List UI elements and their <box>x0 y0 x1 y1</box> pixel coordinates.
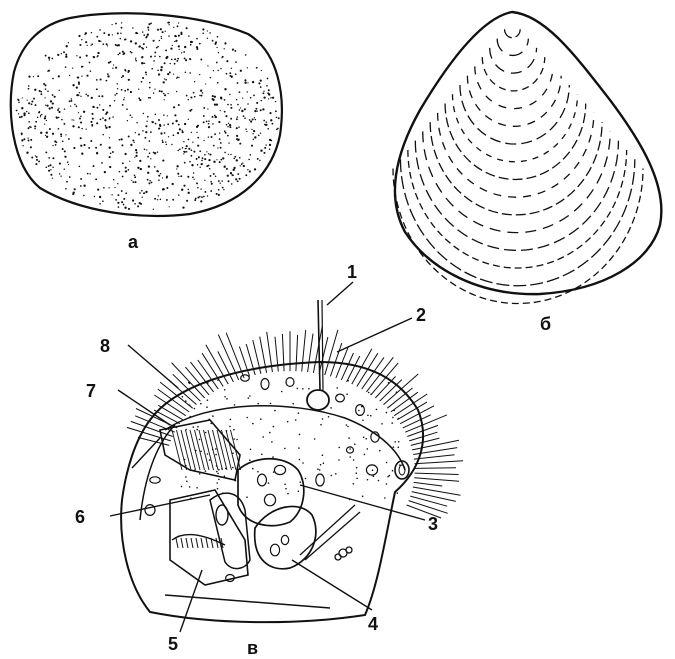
callout-3: 3 <box>428 514 438 534</box>
callout-6: 6 <box>75 507 85 527</box>
panel-a-stipple <box>16 22 280 210</box>
foot-hatching <box>172 430 241 470</box>
panel-c-label: в <box>247 638 258 658</box>
callout-5: 5 <box>168 634 178 654</box>
callout-7: 7 <box>86 381 96 401</box>
gill-filaments <box>176 538 223 548</box>
callout-8: 8 <box>100 336 110 356</box>
panel-b-growth-lines <box>393 29 643 303</box>
panel-a-shell <box>11 13 282 216</box>
callout-2: 2 <box>416 305 426 325</box>
panel-b-label: б <box>540 314 551 334</box>
panel-c-stipple <box>181 379 401 500</box>
callout-4: 4 <box>368 614 378 634</box>
panel-a-label: а <box>128 232 139 252</box>
panel-c-drawing <box>121 300 463 622</box>
mantle-fringe <box>127 326 463 518</box>
panel-b-shell <box>393 12 661 303</box>
callout-1: 1 <box>347 262 357 282</box>
